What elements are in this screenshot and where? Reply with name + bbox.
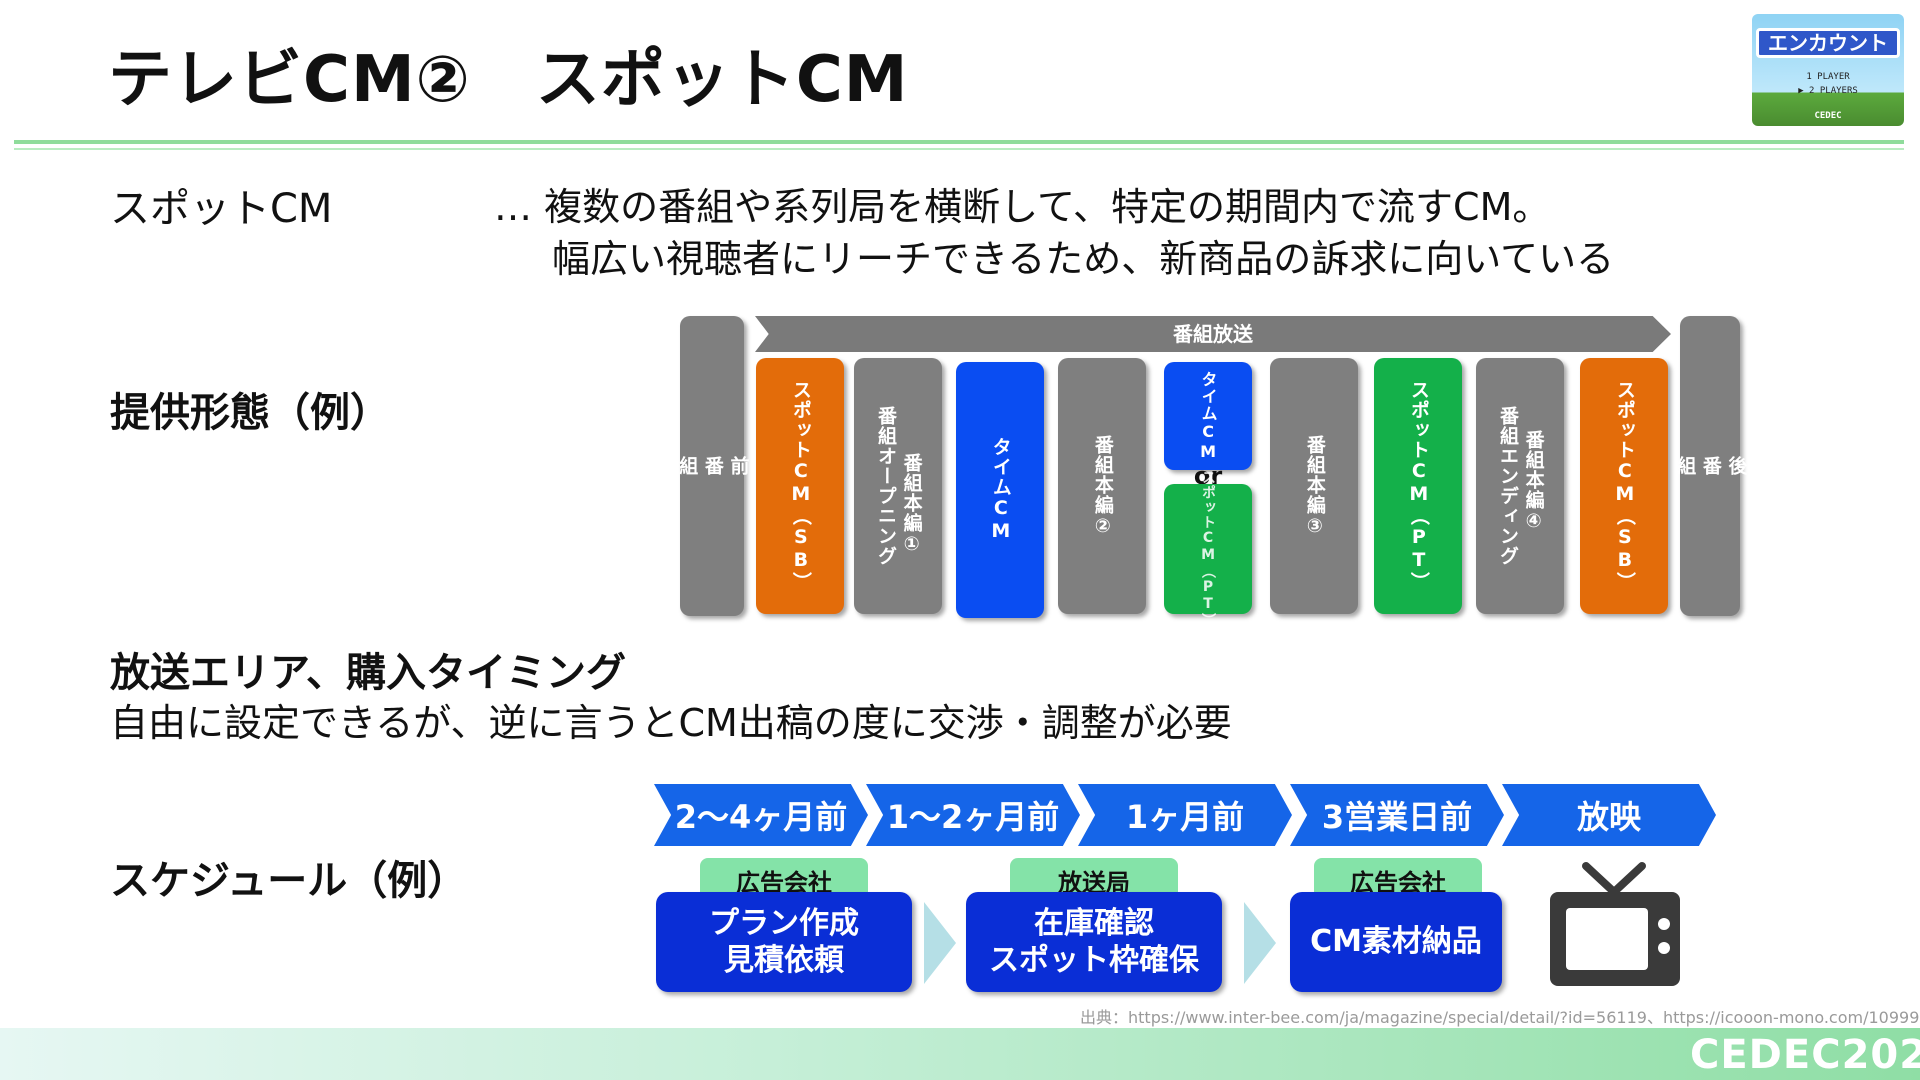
page-title: テレビCM② スポットCM (108, 43, 909, 117)
ending-main-label: 番組本編④ (1522, 429, 1545, 533)
logo-line-1: 1 PLAYER (1806, 72, 1850, 82)
encount-logo: エンカウント 1 PLAYER ▶ 2 PLAYERS CEDEC (1752, 14, 1904, 126)
opening-main-label: 番組本編① (900, 452, 923, 556)
task-plan-line-2: 見積依頼 (724, 943, 844, 978)
spot-cm-pt-small-column: スポットCM（PT） (1164, 470, 1252, 628)
main-2-label: 番組本編② (1091, 434, 1114, 538)
title-divider-thin (14, 148, 1904, 150)
spot-cm-sb-column-1: スポットCM（SB） (756, 358, 844, 614)
schedule-step-3: 1ヶ月前 (1078, 784, 1292, 846)
tv-icon (1546, 862, 1684, 990)
task-box-delivery: CM素材納品 (1290, 892, 1502, 992)
cedec-brand: CEDEC2024 (1690, 1032, 1920, 1078)
next-program-column: 後 番 組 (1674, 316, 1747, 616)
opening-label: 番組オープニング (875, 406, 897, 566)
task-inventory-line-1: 在庫確認 (1034, 905, 1154, 941)
task-inventory-line-2: スポット枠確保 (989, 943, 1199, 978)
spot-cm-sb-label-2: スポットCM（SB） (1613, 380, 1636, 592)
spot-cm-sb-column-2: スポットCM（SB） (1580, 358, 1668, 614)
next-program-label: 後 番 組 (1674, 456, 1748, 476)
previous-program-label: 前 番 組 (676, 456, 750, 476)
task-box-inventory: 在庫確認 スポット枠確保 (966, 892, 1222, 992)
ending-label: 番組エンディング (1497, 406, 1519, 566)
time-cm-small-column: タイムCM (1164, 362, 1252, 470)
time-cm-label: タイムCM (989, 437, 1012, 543)
time-cm-column: タイムCM (956, 362, 1044, 618)
logo-title: エンカウント (1756, 28, 1900, 58)
ending-column: 番組エンディング 番組本編④ (1476, 358, 1564, 614)
offering-label: 提供形態（例） (110, 390, 390, 436)
title-divider (14, 140, 1904, 144)
time-cm-small-label: タイムCM (1198, 370, 1218, 462)
task-plan-line-1: プラン作成 (709, 905, 859, 941)
footer-band (0, 1028, 1920, 1080)
schedule-step-2: 1〜2ヶ月前 (866, 784, 1080, 846)
spot-cm-label: スポットCM (110, 186, 333, 232)
schedule-step-1: 2〜4ヶ月前 (654, 784, 868, 846)
schedule-label: スケジュール（例） (110, 858, 468, 904)
logo-line-2: ▶ 2 PLAYERS (1798, 86, 1858, 96)
spot-cm-pt-label: スポットCM（PT） (1407, 380, 1430, 592)
program-broadcast-band: 番組放送 (755, 316, 1671, 352)
main-3-label: 番組本編③ (1303, 434, 1326, 538)
main-2-column: 番組本編② (1058, 358, 1146, 614)
arrow-triangle-2 (1244, 902, 1276, 984)
area-text: 自由に設定できるが、逆に言うとCM出稿の度に交渉・調整が必要 (110, 701, 1232, 745)
schedule-step-4: 3営業日前 (1290, 784, 1504, 846)
spot-cm-pt-small-label: スポットCM（PT） (1200, 470, 1217, 628)
spot-cm-desc-2: 幅広い視聴者にリーチできるため、新商品の訴求に向いている (552, 237, 1615, 281)
spot-cm-sb-label-1: スポットCM（SB） (789, 380, 812, 592)
source-credit: 出典：https://www.inter-bee.com/ja/magazine… (1080, 1008, 1920, 1027)
spot-cm-pt-column: スポットCM（PT） (1374, 358, 1462, 614)
main-3-column: 番組本編③ (1270, 358, 1358, 614)
previous-program-column: 前 番 組 (676, 316, 749, 616)
arrow-triangle-1 (924, 902, 956, 984)
logo-line-3: CEDEC (1814, 111, 1842, 121)
task-delivery-line-1: CM素材納品 (1310, 924, 1482, 960)
area-heading: 放送エリア、購入タイミング (110, 650, 626, 696)
spot-cm-desc-1: … 複数の番組や系列局を横断して、特定の期間内で流すCM。 (494, 185, 1551, 229)
opening-column: 番組オープニング 番組本編① (854, 358, 942, 614)
schedule-step-5: 放映 (1502, 784, 1716, 846)
task-box-plan: プラン作成 見積依頼 (656, 892, 912, 992)
